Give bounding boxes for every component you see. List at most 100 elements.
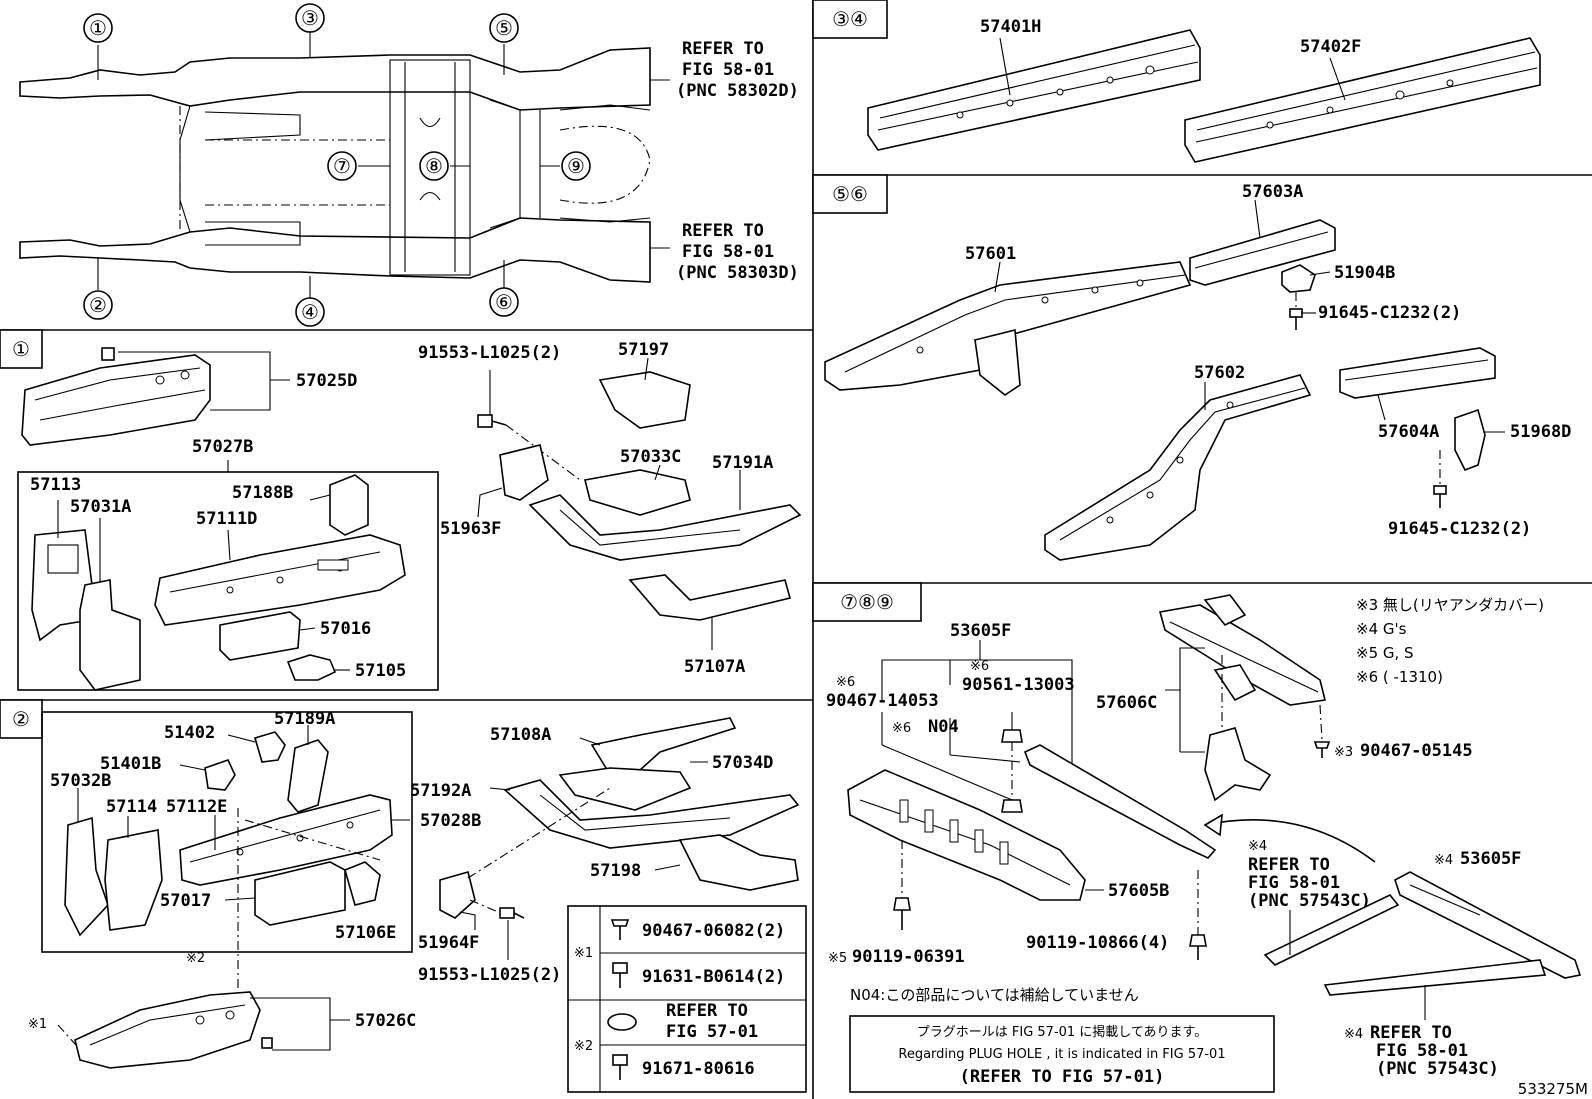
- refer-b-line1: REFER TO: [1370, 1023, 1452, 1043]
- label-57033C: 57033C: [620, 447, 681, 467]
- refer-front-line3: (PNC 58302D): [676, 81, 799, 101]
- circle-5: ⑤: [495, 16, 513, 40]
- section-tab-2: ②: [12, 707, 30, 731]
- refer-rear-line3: (PNC 58303D): [676, 263, 799, 283]
- section-tabs: ③④ ⑤ ⑥ ① ② ⑦ ⑧ ⑨: [0, 0, 922, 739]
- label-57604A: 57604A: [1378, 422, 1439, 442]
- label-57603A: 57603A: [1242, 182, 1303, 202]
- label-57111D: 57111D: [196, 509, 257, 529]
- circle-7: ⑦: [333, 154, 351, 178]
- fastener-legend: [567, 905, 807, 1093]
- refer-a-line2: FIG 58-01: [1248, 873, 1340, 893]
- refer-front-line2: FIG 58-01: [682, 60, 774, 80]
- circle-9: ⑨: [567, 154, 585, 178]
- plug-hole-ref: (REFER TO FIG 57-01): [960, 1067, 1165, 1087]
- circle-8: ⑧: [425, 154, 443, 178]
- label-57197: 57197: [618, 340, 669, 360]
- label-57602: 57602: [1194, 363, 1245, 383]
- refer-b-line3: (PNC 57543C): [1376, 1059, 1499, 1079]
- section-2-parts: [41, 711, 800, 1069]
- circle-2: ②: [89, 293, 107, 317]
- label-90119-10866: 90119-10866(4): [1026, 933, 1169, 953]
- label-57032B: 57032B: [50, 771, 111, 791]
- diagram-code: 533275M: [1518, 1080, 1588, 1098]
- section-1-parts: [17, 347, 802, 691]
- mark-x6-a: ※6: [836, 675, 855, 690]
- label-91553-a: 91553-L1025(2): [418, 343, 561, 363]
- mark-x6-c: ※6: [892, 721, 911, 736]
- label-57401H: 57401H: [980, 17, 1041, 37]
- circle-3: ③: [301, 6, 319, 30]
- mark-x5: ※5: [828, 951, 847, 966]
- label-N04: N04: [928, 717, 959, 737]
- label-57601: 57601: [965, 244, 1016, 264]
- circle-6: ⑥: [495, 290, 513, 314]
- refer-rear-line2: FIG 58-01: [682, 242, 774, 262]
- section-56-parts: [824, 199, 1505, 561]
- plug-hole-box: [849, 1015, 1275, 1093]
- label-57606C: 57606C: [1096, 693, 1157, 713]
- legend-refer-line2: FIG 57-01: [666, 1022, 758, 1042]
- refer-a-line1: REFER TO: [1248, 855, 1330, 875]
- circle-1: ①: [89, 16, 107, 40]
- label-57191A: 57191A: [712, 453, 773, 473]
- label-57028B: 57028B: [420, 811, 481, 831]
- refer-front-line1: REFER TO: [682, 39, 764, 59]
- mark-x6-b: ※6: [970, 659, 989, 674]
- mark-x3: ※3: [1334, 745, 1353, 760]
- label-57025D: 57025D: [296, 371, 357, 391]
- note-x6: ※6 ( -1310): [1356, 668, 1443, 686]
- label-57113: 57113: [30, 475, 81, 495]
- label-51402: 51402: [164, 723, 215, 743]
- label-57108A: 57108A: [490, 725, 551, 745]
- legend-refer-line1: REFER TO: [666, 1001, 748, 1021]
- label-57188B: 57188B: [232, 483, 293, 503]
- label-57027B: 57027B: [192, 437, 253, 457]
- legend-mark-x2: ※2: [574, 1039, 593, 1054]
- legend-mark-x1: ※1: [574, 946, 593, 961]
- label-53605F: 53605F: [950, 621, 1011, 641]
- label-90467-14053: 90467-14053: [826, 691, 939, 711]
- label-57402F: 57402F: [1300, 37, 1361, 57]
- section-tab-1: ①: [12, 337, 30, 361]
- note-x4: ※4 G's: [1356, 620, 1407, 638]
- overview-underbody: [19, 32, 670, 300]
- section-789-parts: [847, 594, 1582, 1020]
- section-34-parts: [867, 29, 1541, 163]
- refer-b-line2: FIG 58-01: [1376, 1041, 1468, 1061]
- section-tab-34: ③④: [832, 7, 868, 31]
- label-57026C: 57026C: [355, 1011, 416, 1031]
- mark-x2: ※2: [186, 951, 205, 966]
- note-x5: ※5 G, S: [1356, 644, 1414, 662]
- refer-rear-line1: REFER TO: [682, 221, 764, 241]
- label-51963F: 51963F: [440, 519, 501, 539]
- label-90119-06391: 90119-06391: [852, 947, 965, 967]
- label-51968D: 51968D: [1510, 422, 1571, 442]
- label-51401B: 51401B: [100, 754, 161, 774]
- note-x3: ※3 無し(リヤアンダカバー): [1356, 596, 1544, 614]
- legend-91631-B0614: 91631-B0614(2): [642, 967, 785, 987]
- label-57016: 57016: [320, 619, 371, 639]
- plug-hole-en: Regarding PLUG HOLE , it is indicated in…: [898, 1047, 1225, 1062]
- n04-note: N04:この部品については補給していません: [850, 986, 1139, 1004]
- legend-90467-06082: 90467-06082(2): [642, 921, 785, 941]
- overview-refer-notes: REFER TO FIG 58-01 (PNC 58302D) REFER TO…: [676, 39, 799, 283]
- label-57107A: 57107A: [684, 657, 745, 677]
- label-57605B: 57605B: [1108, 881, 1169, 901]
- legend-91671-80616: 91671-80616: [642, 1059, 755, 1079]
- mark-x4-b: ※4: [1434, 853, 1453, 868]
- overview-circle-labels: ① ② ③ ④ ⑤ ⑥ ⑦ ⑧ ⑨: [83, 3, 591, 327]
- mark-x1: ※1: [28, 1017, 47, 1032]
- label-90561-13003: 90561-13003: [962, 675, 1075, 695]
- label-91553-b: 91553-L1025(2): [418, 965, 561, 985]
- label-53605F-b: 53605F: [1460, 849, 1521, 869]
- refer-a-line3: (PNC 57543C): [1248, 891, 1371, 911]
- label-57106E: 57106E: [335, 923, 396, 943]
- plug-hole-jp: プラグホールは FIG 57-01 に掲載してあります。: [917, 1024, 1207, 1040]
- label-51904B: 51904B: [1334, 263, 1395, 283]
- label-57034D: 57034D: [712, 753, 773, 773]
- mark-x4-a: ※4: [1248, 839, 1267, 854]
- label-57105: 57105: [355, 661, 406, 681]
